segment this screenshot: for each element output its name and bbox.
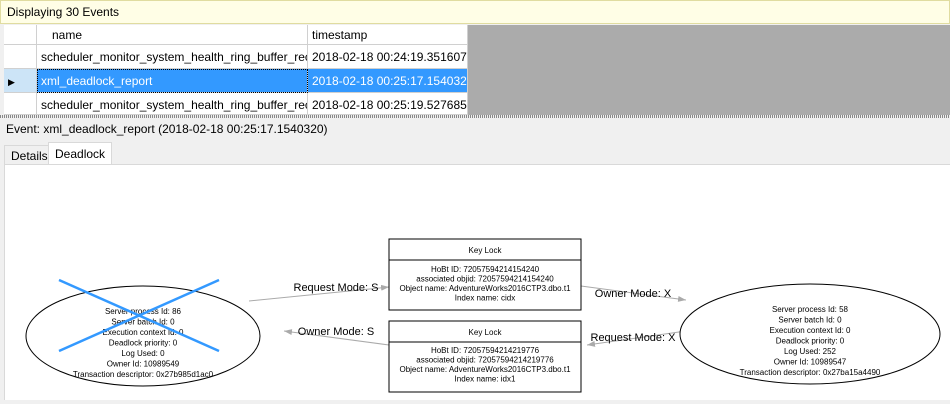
edge-label: Owner Mode: S bbox=[298, 326, 374, 338]
node-detail-line: Owner Id: 10989547 bbox=[774, 358, 847, 367]
column-header-timestamp[interactable]: timestamp bbox=[308, 25, 468, 45]
column-header-name[interactable]: name bbox=[37, 25, 308, 45]
edge-right-request: Request Mode: X bbox=[586, 330, 687, 347]
process-node[interactable]: Server process Id: 58 Server batch Id: 0E… bbox=[679, 283, 941, 385]
cell-name[interactable]: scheduler_monitor_system_health_ring_buf… bbox=[37, 93, 308, 115]
deadlock-graph: Request Mode: S Owner Mode: S Owner Mode… bbox=[25, 238, 941, 393]
node-detail-line: Log Used: 0 bbox=[121, 349, 165, 358]
node-detail-line: associated objid: 72057594214154240 bbox=[416, 275, 554, 284]
info-bar: Displaying 30 Events bbox=[0, 0, 950, 24]
process-node-victim[interactable]: Server process Id: 86 Server batch Id: 0E… bbox=[25, 278, 261, 387]
current-row-arrow-icon: ▶ bbox=[8, 77, 15, 87]
node-detail-line: Transaction descriptor: 0x27b985d1ac0 bbox=[73, 370, 214, 379]
edge-label: Owner Mode: X bbox=[595, 288, 672, 300]
key-lock-node[interactable]: Key Lock HoBt ID: 72057594214219776assoc… bbox=[388, 320, 582, 393]
node-detail-line: Object name: AdventureWorks2016CTP3.dbo.… bbox=[399, 365, 571, 374]
node-detail-line: Index name: cidx bbox=[455, 294, 515, 303]
edge-left-request: Request Mode: S bbox=[248, 282, 390, 302]
node-detail-line: HoBt ID: 72057594214154240 bbox=[431, 265, 540, 274]
event-label: Event: xml_deadlock_report (2018-02-18 0… bbox=[6, 122, 328, 136]
row-selector[interactable] bbox=[4, 45, 37, 69]
table-row[interactable]: scheduler_monitor_system_health_ring_buf… bbox=[4, 93, 468, 115]
row-header-corner bbox=[4, 25, 37, 45]
cell-timestamp[interactable]: 2018-02-18 00:24:19.3516078 bbox=[308, 45, 468, 69]
table-row[interactable]: scheduler_monitor_system_health_ring_buf… bbox=[4, 45, 468, 69]
node-detail-line: Owner Id: 10989549 bbox=[107, 360, 180, 369]
node-detail-line: HoBt ID: 72057594214219776 bbox=[431, 346, 540, 355]
node-detail-line: Execution context Id: 0 bbox=[103, 328, 184, 337]
node-detail-line: Server batch Id: 0 bbox=[111, 318, 175, 327]
node-detail-line: Execution context Id: 0 bbox=[770, 326, 851, 335]
edge-left-owner: Owner Mode: S bbox=[283, 326, 390, 346]
node-detail-line: Server process Id: 58 bbox=[772, 305, 849, 314]
edge-label: Request Mode: S bbox=[294, 282, 379, 294]
edge-label: Request Mode: X bbox=[591, 332, 677, 344]
node-detail-line: Index name: idx1 bbox=[455, 375, 516, 384]
deadlock-graph-pane: Request Mode: S Owner Mode: S Owner Mode… bbox=[4, 164, 950, 400]
tab-deadlock[interactable]: Deadlock bbox=[48, 142, 113, 165]
cell-timestamp[interactable]: 2018-02-18 00:25:17.1540320 bbox=[308, 69, 468, 93]
node-detail-line: Object name: AdventureWorks2016CTP3.dbo.… bbox=[399, 284, 571, 293]
grid-header: name timestamp bbox=[4, 25, 468, 45]
edge-right-owner: Owner Mode: X bbox=[580, 285, 687, 302]
node-detail-line: Transaction descriptor: 0x27ba15a4490 bbox=[740, 368, 881, 377]
victim-cross-icon bbox=[58, 278, 220, 353]
node-detail-line: Server batch Id: 0 bbox=[778, 316, 842, 325]
node-detail-line: associated objid: 72057594214219776 bbox=[416, 356, 554, 365]
cell-name[interactable]: xml_deadlock_report bbox=[37, 69, 308, 93]
node-detail-line: Deadlock priority: 0 bbox=[109, 339, 178, 348]
lock-title: Key Lock bbox=[469, 328, 503, 337]
cell-timestamp[interactable]: 2018-02-18 00:25:19.5276859 bbox=[308, 93, 468, 115]
table-row-selected[interactable]: ▶ xml_deadlock_report 2018-02-18 00:25:1… bbox=[4, 69, 468, 93]
lock-title: Key Lock bbox=[469, 246, 503, 255]
node-detail-line: Deadlock priority: 0 bbox=[776, 337, 845, 346]
events-grid: name timestamp scheduler_monitor_system_… bbox=[4, 25, 950, 115]
row-selector[interactable]: ▶ bbox=[4, 69, 37, 93]
cell-name[interactable]: scheduler_monitor_system_health_ring_buf… bbox=[37, 45, 308, 69]
splitter[interactable] bbox=[0, 115, 950, 118]
node-detail-line: Log Used: 252 bbox=[784, 347, 837, 356]
row-selector[interactable] bbox=[4, 93, 37, 115]
node-detail-line: Server process Id: 86 bbox=[105, 307, 182, 316]
event-count: Displaying 30 Events bbox=[7, 5, 120, 19]
key-lock-node[interactable]: Key Lock HoBt ID: 72057594214154240assoc… bbox=[388, 238, 582, 311]
